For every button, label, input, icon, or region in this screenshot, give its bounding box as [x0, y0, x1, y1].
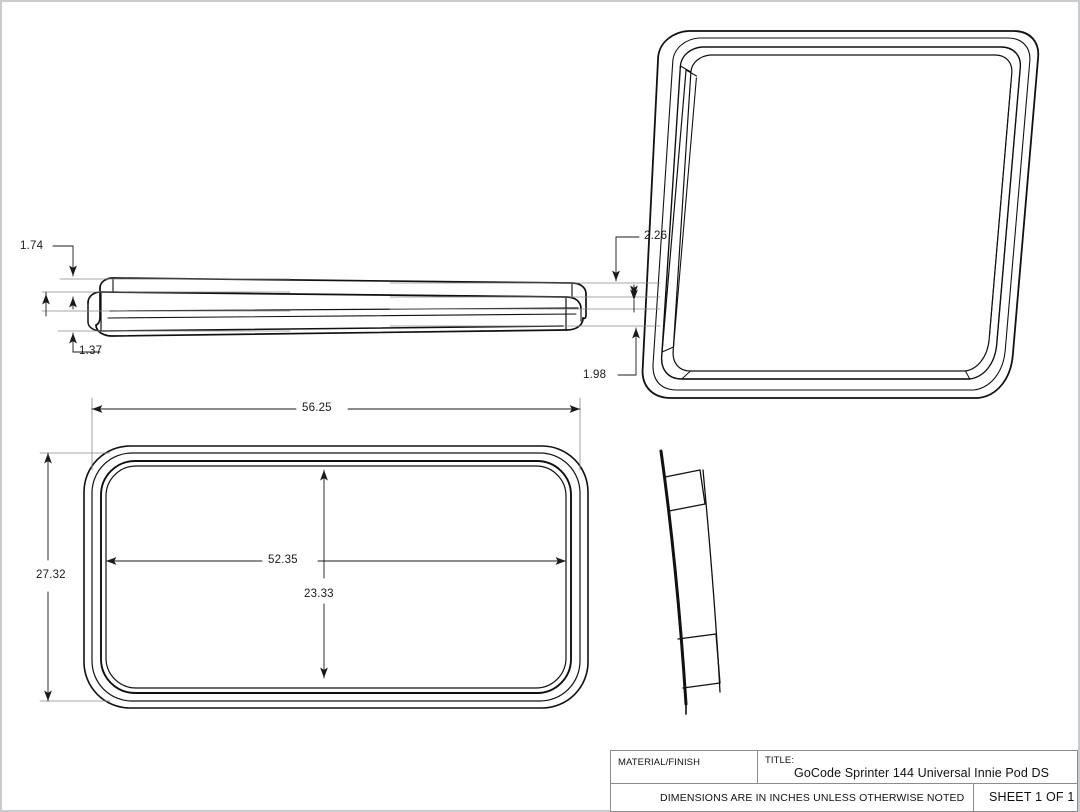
units-note: DIMENSIONS ARE IN INCHES UNLESS OTHERWIS…	[660, 792, 965, 804]
sheet-number: SHEET 1 OF 1	[989, 790, 1075, 804]
side-profile-view	[659, 449, 721, 715]
title-block-material-cell: MATERIAL/FINISH	[610, 750, 758, 784]
dim-label-1-74: 1.74	[20, 240, 44, 252]
title-block-sheet-cell: SHEET 1 OF 1	[973, 783, 1078, 812]
dim-label-2-26: 2.26	[644, 230, 668, 242]
title-block-title-cell: TITLE: GoCode Sprinter 144 Universal Inn…	[757, 750, 1078, 784]
isometric-view	[641, 30, 1040, 399]
title-label: TITLE:	[765, 755, 795, 766]
title-block-note-cell: DIMENSIONS ARE IN INCHES UNLESS OTHERWIS…	[610, 783, 974, 812]
top-view-dimensions	[41, 236, 661, 376]
front-view-dimensions	[39, 397, 581, 702]
dim-label-1-37: 1.37	[79, 345, 103, 357]
material-finish-label: MATERIAL/FINISH	[618, 757, 701, 768]
front-view	[83, 445, 589, 709]
dim-label-23-33: 23.33	[304, 588, 334, 600]
title-value: GoCode Sprinter 144 Universal Innie Pod …	[794, 766, 1050, 780]
dim-label-27-32: 27.32	[36, 569, 66, 581]
dim-label-1-98: 1.98	[583, 369, 607, 381]
top-view	[87, 277, 587, 337]
dim-label-56-25: 56.25	[302, 402, 332, 414]
dim-label-52-35: 52.35	[268, 554, 298, 566]
